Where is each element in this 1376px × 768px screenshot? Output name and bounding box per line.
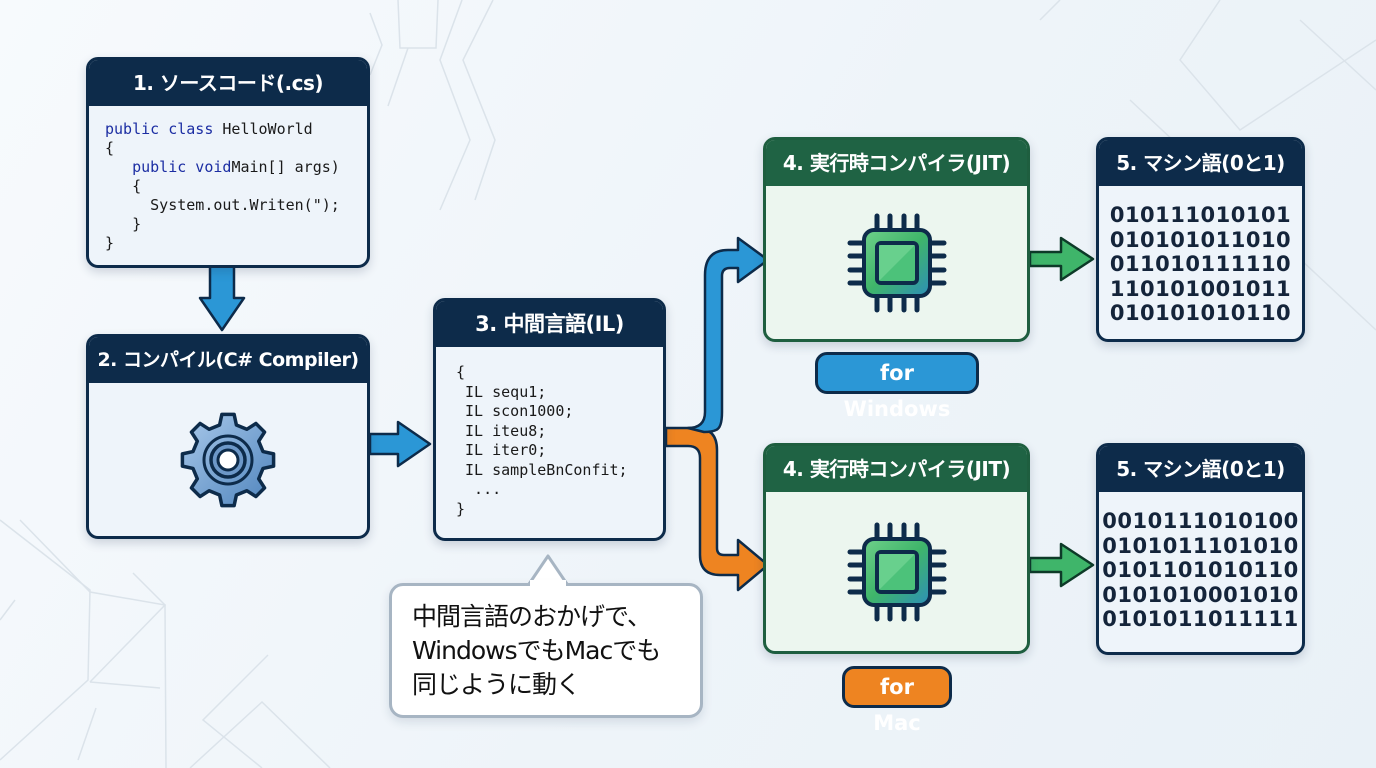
source-code-block: public class HelloWorld{ public voidMain… <box>89 106 367 253</box>
il-line: IL scon1000; <box>456 402 574 420</box>
arrow-il-to-jit-mac <box>664 426 770 592</box>
il-line: IL iter0; <box>456 441 547 459</box>
jit-windows-title: 4. 実行時コンパイラ(JIT) <box>766 140 1027 186</box>
code-line: { <box>105 139 367 158</box>
binary-line: 0101101010110 <box>1102 558 1299 582</box>
code-keyword: public class <box>105 120 214 138</box>
arrow-il-to-jit-windows <box>686 236 770 434</box>
arrow-jit-mac-to-machine <box>1028 542 1095 588</box>
code-line: } <box>105 215 367 234</box>
platform-badge-mac: for Mac <box>842 666 952 735</box>
cpu-chip-icon <box>847 213 946 312</box>
binary-line: 0010111010100 <box>1102 509 1299 533</box>
il-line: { <box>456 363 466 381</box>
source-code-card: 1. ソースコード(.cs) public class HelloWorld{ … <box>86 57 370 268</box>
binary-line: 110101001011 <box>1109 276 1292 301</box>
jit-mac-title: 4. 実行時コンパイラ(JIT) <box>766 446 1027 492</box>
binary-line: 0101011101010 <box>1102 533 1299 558</box>
jit-windows-card: 4. 実行時コンパイラ(JIT) <box>763 137 1030 342</box>
arrow-source-to-compile <box>198 264 246 332</box>
code-text: } <box>105 215 142 233</box>
il-code-block: { IL sequ1; IL scon1000; IL iteu8; IL it… <box>436 347 663 519</box>
callout-line: WindowsでもMacでも <box>412 636 661 665</box>
compile-title: 2. コンパイル(C# Compiler) <box>89 337 367 383</box>
callout-line: 中間言語のおかげで、 <box>412 602 652 631</box>
binary-line: 011010111110 <box>1109 252 1292 276</box>
il-line: IL sequ1; <box>456 382 547 401</box>
il-line: IL iteu8; <box>456 421 547 440</box>
callout-line: 同じように動く <box>412 670 581 699</box>
code-line: public voidMain[] args) <box>105 158 367 177</box>
binary-line: 0101010001010 <box>1102 582 1299 607</box>
binary-line: 0101011011111 <box>1102 607 1299 631</box>
gear-icon <box>180 412 276 507</box>
callout-tail-cover <box>530 580 566 588</box>
code-text: HelloWorld <box>213 120 313 138</box>
code-text: { <box>105 177 142 195</box>
il-line: } <box>456 499 466 518</box>
code-line: System.out.Writen("); <box>105 196 367 215</box>
code-text: } <box>105 234 115 252</box>
il-line: IL sampleBnConfit; <box>456 460 628 479</box>
callout-bubble: 中間言語のおかげで、 WindowsでもMacでも 同じように動く <box>389 583 703 718</box>
code-text: System.out.Writen("); <box>105 196 340 214</box>
arrow-jit-windows-to-machine <box>1028 236 1095 282</box>
il-line: ... <box>456 480 502 498</box>
il-card: 3. 中間言語(IL) { IL sequ1; IL scon1000; IL … <box>433 298 666 541</box>
code-line: } <box>105 234 367 253</box>
arrow-compile-to-il <box>368 420 432 468</box>
chip-highlight <box>878 553 915 590</box>
platform-badge-windows: for Windows <box>815 352 979 421</box>
binary-line: 010101011010 <box>1109 227 1292 252</box>
chip-highlight <box>878 244 915 281</box>
code-text: Main[] args) <box>231 158 340 176</box>
binary-line: 010111010101 <box>1109 203 1292 227</box>
compile-card: 2. コンパイル(C# Compiler) <box>86 334 370 539</box>
code-text: { <box>105 139 115 157</box>
source-code-title: 1. ソースコード(.cs) <box>89 60 367 106</box>
machine-code-mac-title: 5. マシン語(0と1) <box>1099 446 1302 492</box>
code-line: public class HelloWorld <box>105 120 367 139</box>
jit-mac-card: 4. 実行時コンパイラ(JIT) <box>763 443 1030 654</box>
callout-tail <box>525 554 571 587</box>
code-line: { <box>105 177 367 196</box>
code-keyword: public void <box>105 158 232 176</box>
machine-code-windows-title: 5. マシン語(0と1) <box>1099 140 1302 186</box>
cpu-chip-icon <box>847 522 946 621</box>
binary-line: 010101010110 <box>1109 301 1292 325</box>
il-title: 3. 中間言語(IL) <box>436 301 663 347</box>
